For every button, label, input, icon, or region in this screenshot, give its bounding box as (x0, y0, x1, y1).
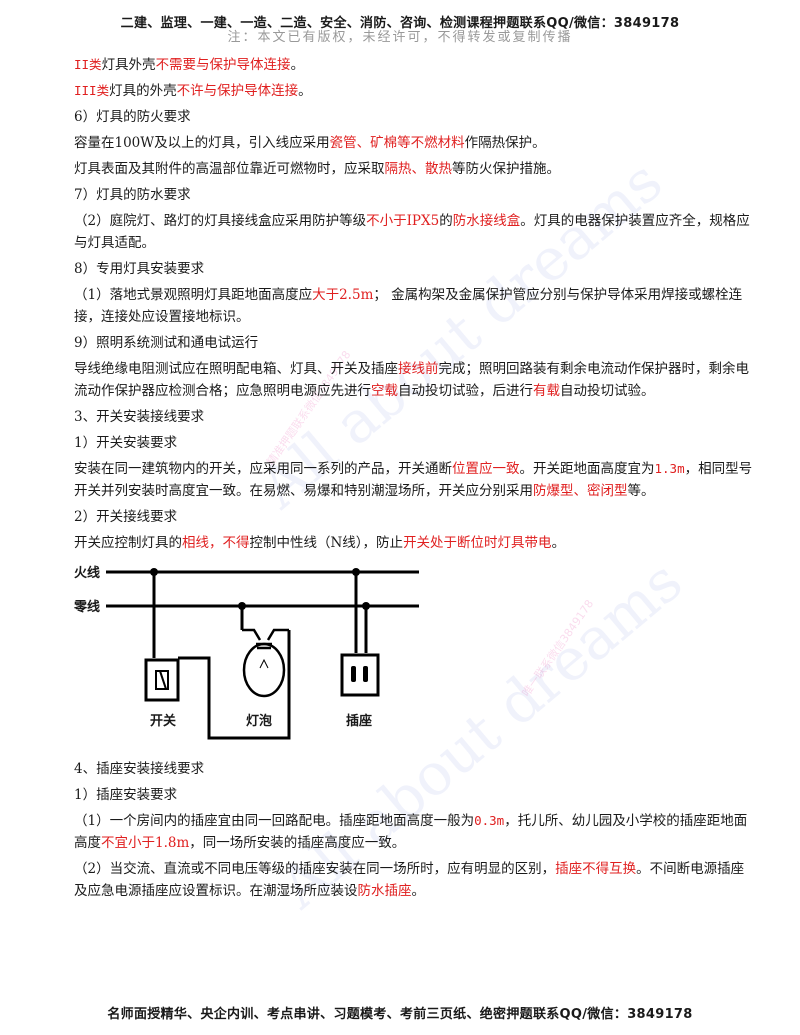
neutral-wire-label: 零线 (74, 600, 101, 615)
page-footer: 名师面授精华、央企内训、考点串讲、习题模考、考前三页纸、绝密押题联系QQ/微信：… (107, 1007, 693, 1022)
paragraph: 安装在同一建筑物内的开关，应采用同一系列的产品，开关通断位置应一致。开关距地面高… (74, 461, 753, 499)
paragraph: （2）庭院灯、路灯的灯具接线盒应采用防护等级不小于IPX5的防水接线盒。灯具的电… (74, 213, 750, 251)
wiring-diagram-svg (106, 568, 419, 740)
section-heading: 4、插座安装接线要求 (74, 761, 205, 777)
section-heading: 2）开关接线要求 (74, 509, 178, 525)
paragraph: 灯具表面及其附件的高温部位靠近可燃物时，应采取隔热、散热等防火保护措施。 (74, 161, 560, 177)
section-heading: 3、开关安装接线要求 (74, 409, 205, 425)
page-header-notice: 注：本文已有版权，未经许可，不得转发或复制传播 (227, 30, 573, 45)
section-heading: 7）灯具的防水要求 (74, 187, 191, 203)
section-heading: 8）专用灯具安装要求 (74, 261, 205, 277)
paragraph: （1）落地式景观照明灯具距地面高度应大于2.5m； 金属构架及金属保护管应分别与… (74, 287, 743, 325)
paragraph: 容量在100W及以上的灯具，引入线应采用瓷管、矿棉等不燃材料作隔热保护。 (74, 135, 546, 151)
paragraph: II类灯具外壳不需要与保护导体连接。 (74, 57, 305, 73)
document-body: II类灯具外壳不需要与保护导体连接。 III类灯具的外壳不许与保护导体连接。 6… (74, 54, 754, 906)
section-heading: 6）灯具的防火要求 (74, 109, 191, 125)
paragraph: 导线绝缘电阻测试应在照明配电箱、灯具、开关及插座接线前完成；照明回路装有剩余电流… (74, 361, 749, 399)
paragraph: （1）一个房间内的插座宜由同一回路配电。插座距地面高度一般为0.3m，托儿所、幼… (74, 813, 748, 851)
section-heading: 1）插座安装要求 (74, 787, 178, 803)
page-header: 二建、监理、一建、一造、二造、安全、消防、咨询、检测课程押题联系QQ/微信：38… (120, 16, 680, 31)
paragraph: 开关应控制灯具的相线，不得控制中性线（N线），防止开关处于断位时灯具带电。 (74, 535, 566, 551)
wiring-diagram: 火线 零线 开关 灯泡 插座 (74, 558, 434, 748)
section-heading: 9）照明系统测试和通电试运行 (74, 335, 259, 351)
switch-label: 开关 (150, 714, 177, 729)
paragraph: （2）当交流、直流或不同电压等级的插座安装在同一场所时，应有明显的区别，插座不得… (74, 861, 745, 899)
socket-label: 插座 (346, 714, 373, 729)
bulb-label: 灯泡 (246, 714, 273, 729)
section-heading: 1）开关安装要求 (74, 435, 178, 451)
live-wire-label: 火线 (74, 566, 101, 581)
paragraph: III类灯具的外壳不许与保护导体连接。 (74, 83, 312, 99)
